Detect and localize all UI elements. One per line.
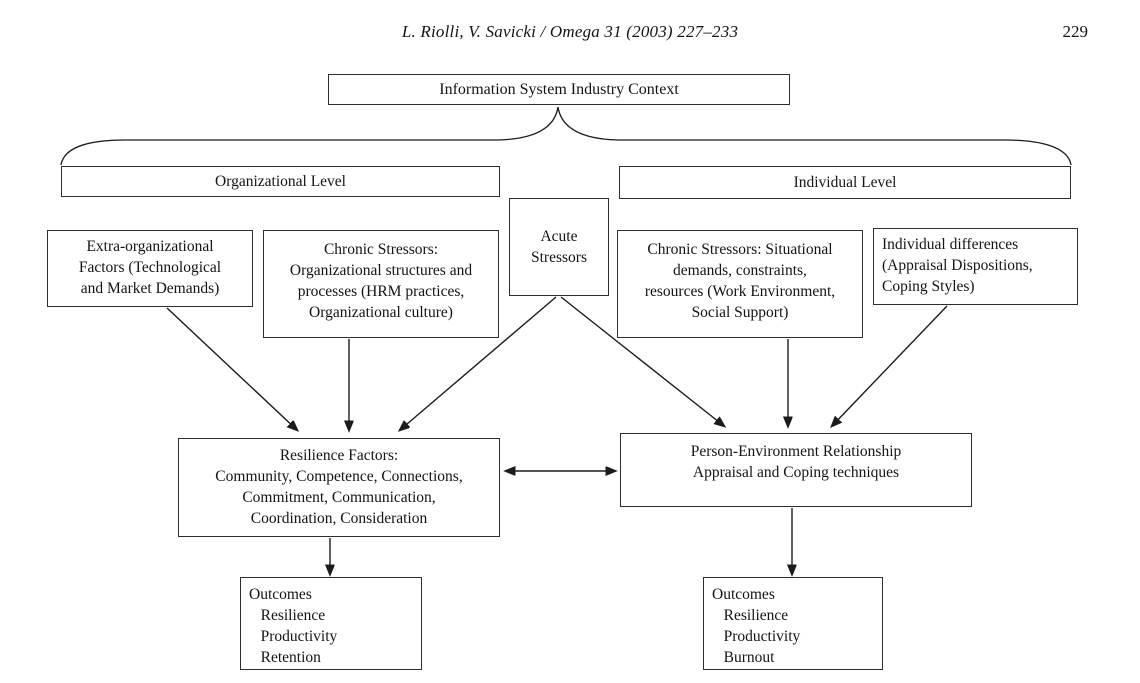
node-resilience-factors: Resilience Factors: Community, Competenc… [178, 438, 500, 537]
node-outcomes-individual: Outcomes Resilience Productivity Burnout [703, 577, 883, 670]
node-chronic-stressors-organizational: Chronic Stressors: Organizational struct… [263, 230, 499, 338]
node-person-environment-relationship: Person-Environment Relationship Appraisa… [620, 433, 972, 507]
node-chronic-stressors-situational: Chronic Stressors: Situational demands, … [617, 230, 863, 338]
brace-context-split [60, 106, 559, 166]
brace-context-split [557, 106, 1072, 166]
node-individual-differences: Individual differences (Appraisal Dispos… [873, 228, 1078, 305]
node-extra-organizational-factors: Extra-organizational Factors (Technologi… [47, 230, 253, 307]
node-organizational-level: Organizational Level [61, 166, 500, 197]
node-outcomes-organizational: Outcomes Resilience Productivity Retenti… [240, 577, 422, 670]
node-individual-level: Individual Level [619, 166, 1071, 199]
node-information-system-industry-context: Information System Industry Context [328, 74, 790, 105]
node-acute-stressors: Acute Stressors [509, 198, 609, 296]
running-head-citation: L. Riolli, V. Savicki / Omega 31 (2003) … [401, 22, 739, 41]
page-number: 229 [1062, 22, 1089, 41]
